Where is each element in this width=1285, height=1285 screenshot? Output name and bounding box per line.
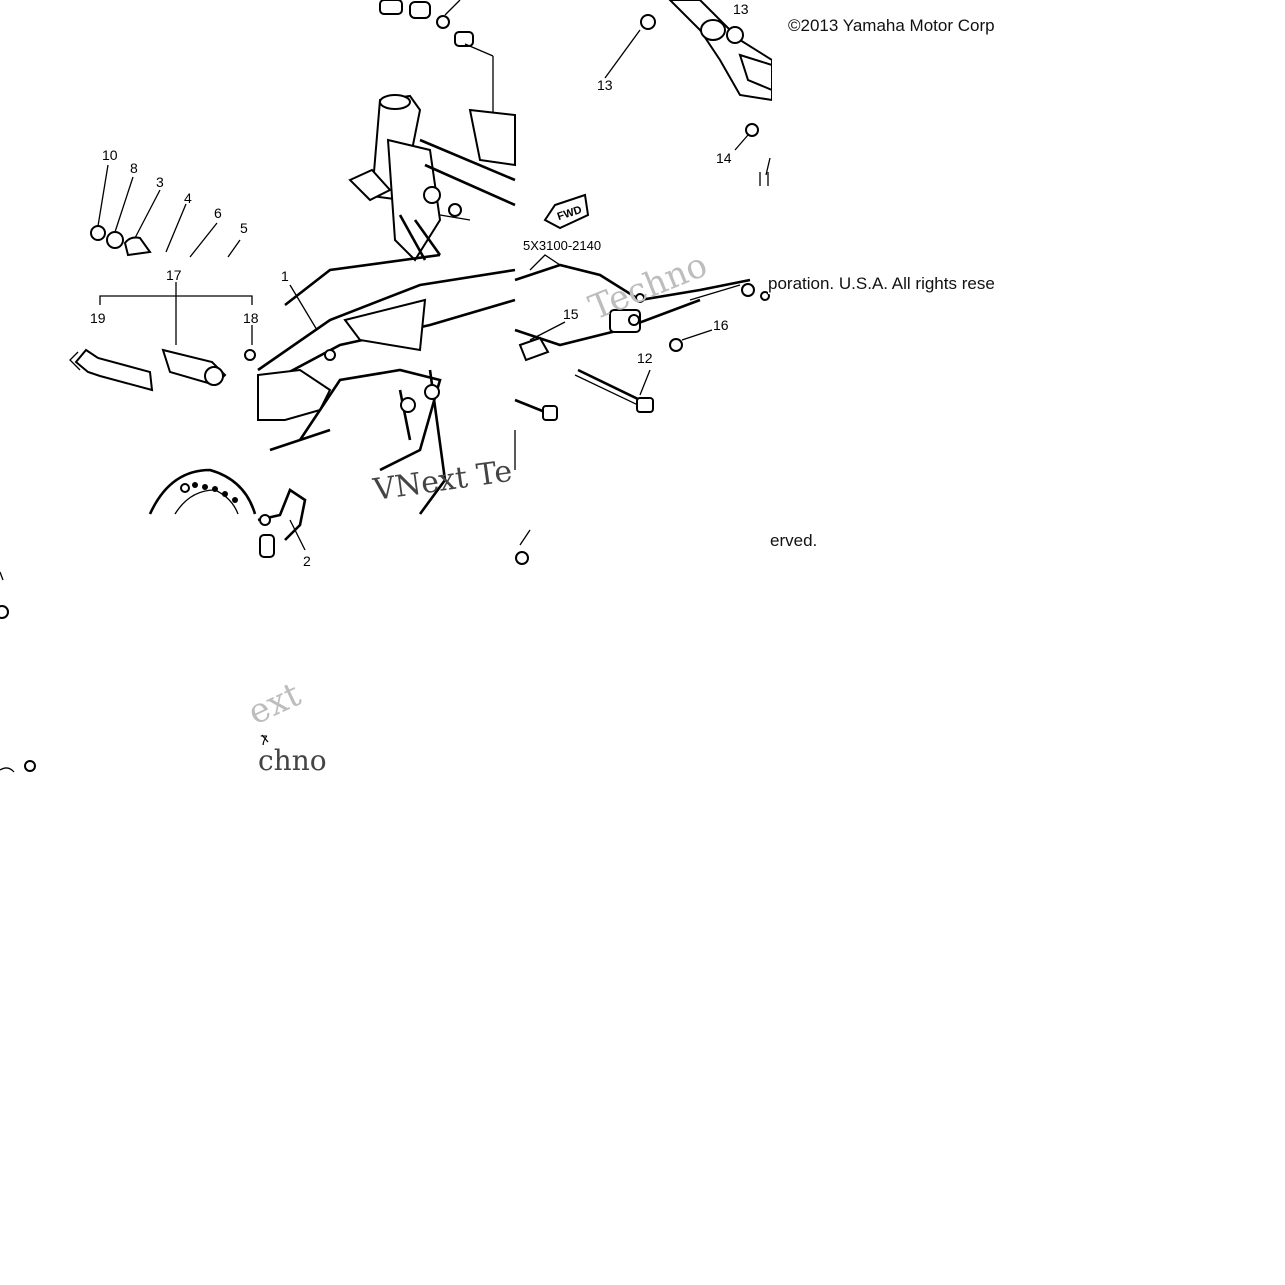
frame-top-section [90, 0, 516, 262]
copyright-line-2: poration. U.S.A. All rights rese [768, 274, 995, 294]
callout-4: 4 [184, 190, 192, 206]
callout-labels: 10 8 3 4 6 5 17 19 18 1 2 7 13 13 14 15 … [90, 1, 749, 748]
callout-2: 2 [303, 553, 311, 569]
callout-15: 15 [563, 306, 579, 322]
callout-18: 18 [243, 310, 259, 326]
callout-7: 7 [260, 732, 268, 748]
callout-17: 17 [166, 267, 182, 283]
callout-3: 3 [156, 174, 164, 190]
engine-mount-section [514, 254, 770, 565]
callout-13-a: 13 [733, 1, 749, 17]
callout-16: 16 [713, 317, 729, 333]
watermark-text-d: chno [258, 744, 327, 777]
callout-13-b: 13 [597, 77, 613, 93]
copyright-line-1: ©2013 Yamaha Motor Corp [788, 16, 995, 36]
callout-19: 19 [90, 310, 106, 326]
copyright-line-3: erved. [770, 531, 818, 551]
lower-left-fragments [0, 571, 269, 773]
callout-1: 1 [281, 268, 289, 284]
tool-kit-section [69, 253, 516, 558]
callout-14: 14 [716, 150, 732, 166]
callout-6: 6 [214, 205, 222, 221]
callout-10: 10 [102, 147, 118, 163]
diagram-code: 5X3100-2140 [523, 238, 601, 253]
callout-5: 5 [240, 220, 248, 236]
callout-8: 8 [130, 160, 138, 176]
callout-12: 12 [637, 350, 653, 366]
